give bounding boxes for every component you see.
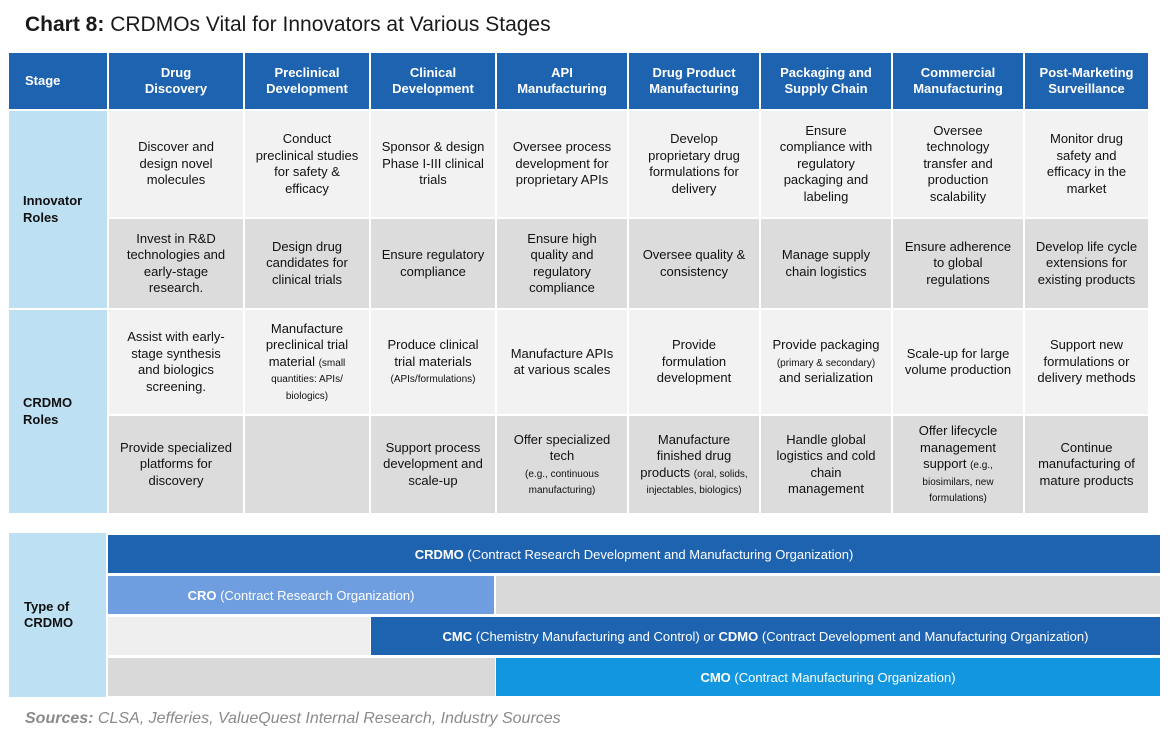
innovator-cell: Oversee technology transfer and producti… bbox=[893, 111, 1023, 217]
innovator-cell: Monitor drug safety and efficacy in the … bbox=[1025, 111, 1148, 217]
header-stage: Stage bbox=[9, 53, 107, 109]
innovator-cell: Develop life cycle extensions for existi… bbox=[1025, 219, 1148, 308]
cmc-empty-span bbox=[108, 617, 370, 655]
crdmo-cell: Provide formulation development bbox=[629, 310, 759, 414]
crdmo-cell: Scale-up for large volume production bbox=[893, 310, 1023, 414]
page-title: Chart 8: CRDMOs Vital for Innovators at … bbox=[25, 13, 551, 37]
innovator-cell: Invest in R&D technologies and early-sta… bbox=[109, 219, 243, 308]
innovator-cell: Manage supply chain logistics bbox=[761, 219, 891, 308]
chart-number: Chart 8: bbox=[25, 13, 105, 36]
crdmo-cell: Provide specialized platforms for discov… bbox=[109, 416, 243, 513]
cro-band: CRO (Contract Research Organization) bbox=[108, 576, 494, 614]
innovator-cell: Design drug candidates for clinical tria… bbox=[245, 219, 369, 308]
chart-title: CRDMOs Vital for Innovators at Various S… bbox=[110, 13, 551, 36]
crdmo-cell: Continue manufacturing of mature product… bbox=[1025, 416, 1148, 513]
innovator-cell: Discover and design novel molecules bbox=[109, 111, 243, 217]
sources-note: Sources: CLSA, Jefferies, ValueQuest Int… bbox=[25, 710, 561, 727]
innovator-cell: Oversee quality & consistency bbox=[629, 219, 759, 308]
innovator-cell: Conduct preclinical studies for safety &… bbox=[245, 111, 369, 217]
crdmo-cell: Manufacture APIs at various scales bbox=[497, 310, 627, 414]
cmc-cdmo-band: CMC (Chemistry Manufacturing and Control… bbox=[371, 617, 1160, 655]
innovator-cell: Ensure compliance with regulatory packag… bbox=[761, 111, 891, 217]
crdmo-cell: Offer specialized tech(e.g., continuous … bbox=[497, 416, 627, 513]
crdmo-cell: Manufacture finished drug products (oral… bbox=[629, 416, 759, 513]
innovator-cell: Oversee process development for propriet… bbox=[497, 111, 627, 217]
crdmo-cell: Produce clinical trial materials(APIs/fo… bbox=[371, 310, 495, 414]
cro-empty-span bbox=[496, 576, 1160, 614]
crdmo-band: CRDMO (Contract Research Development and… bbox=[108, 535, 1160, 573]
cmo-band: CMO (Contract Manufacturing Organization… bbox=[496, 658, 1160, 696]
innovator-cell: Ensure high quality and regulatory compl… bbox=[497, 219, 627, 308]
cmo-empty-span bbox=[108, 658, 495, 696]
innovator-cell: Ensure adherence to global regulations bbox=[893, 219, 1023, 308]
crdmo-cell: Manufacture preclinical trial material (… bbox=[245, 310, 369, 414]
innovator-cell: Sponsor & design Phase I-III clinical tr… bbox=[371, 111, 495, 217]
innovator-cell: Develop proprietary drug formulations fo… bbox=[629, 111, 759, 217]
crdmo-cell: Support new formulations or delivery met… bbox=[1025, 310, 1148, 414]
crdmo-cell: Support process development and scale-up bbox=[371, 416, 495, 513]
crdmo-cell-empty bbox=[245, 416, 369, 513]
crdmo-cell: Assist with early-stage synthesis and bi… bbox=[109, 310, 243, 414]
crdmo-cell: Handle global logistics and cold chain m… bbox=[761, 416, 891, 513]
innovator-cell: Ensure regulatory compliance bbox=[371, 219, 495, 308]
crdmo-cell: Offer lifecycle management support (e.g.… bbox=[893, 416, 1023, 513]
crdmo-cell: Provide packaging(primary & secondary) a… bbox=[761, 310, 891, 414]
